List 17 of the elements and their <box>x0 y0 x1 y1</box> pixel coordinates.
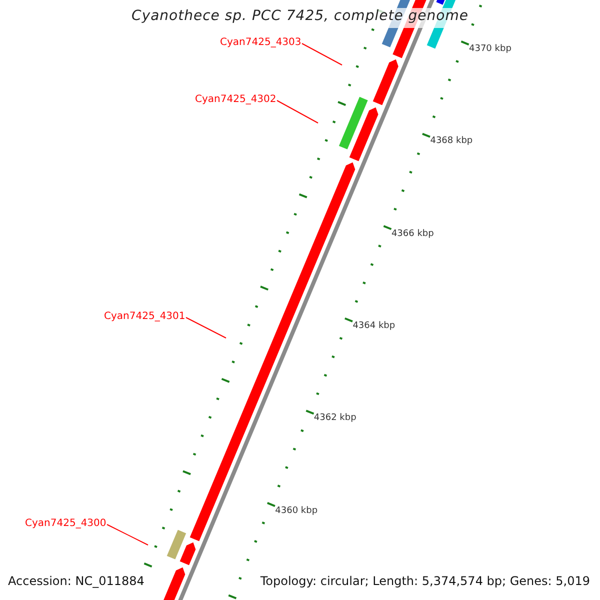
scale-label: 4366 kbp <box>391 228 434 239</box>
gene-label: Cyan7425_4302 <box>195 94 276 105</box>
gene-label: Cyan7425_4300 <box>25 518 106 529</box>
footer-text: Accession: NC_011884 <box>8 574 144 588</box>
footer-text: Topology: circular; Length: 5,374,574 bp; Genes: 5,019 <box>260 574 590 588</box>
leader-line <box>186 317 226 338</box>
leader-line <box>276 100 318 124</box>
scale-label: 4362 kbp <box>314 413 356 424</box>
gene-label: Cyan7425_4303 <box>220 37 302 48</box>
title: Cyanothece sp. PCC 7425, complete genome <box>130 8 470 24</box>
scale-label: 4370 kbp <box>469 44 512 54</box>
scale-label: 4364 kbp <box>352 320 396 331</box>
scale-label: 4360 kbp <box>275 506 318 516</box>
scale-label: 4368 kbp <box>430 136 473 146</box>
gene-label: Cyan7425_4301 <box>104 311 186 322</box>
leader-line <box>302 43 342 66</box>
leader-line <box>106 524 148 546</box>
